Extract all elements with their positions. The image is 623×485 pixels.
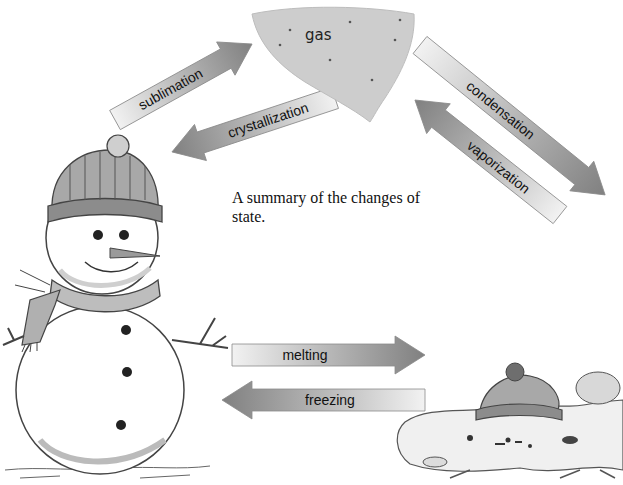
arrow-label: freezing bbox=[305, 392, 355, 408]
arrow-label: condensation bbox=[464, 78, 539, 143]
gas-particle bbox=[399, 19, 402, 22]
arrow-band bbox=[222, 381, 425, 419]
arrow-label: melting bbox=[282, 347, 327, 363]
gas-particle bbox=[349, 21, 352, 24]
gas-particle bbox=[394, 39, 397, 42]
arrow-band bbox=[166, 80, 341, 170]
arrow-band bbox=[232, 336, 425, 374]
cloud-outline bbox=[252, 7, 414, 122]
gas-particle bbox=[329, 59, 332, 62]
gas-particle bbox=[371, 79, 374, 82]
gas-particle bbox=[289, 29, 292, 32]
node-text: gas bbox=[305, 26, 332, 44]
caption: A summary of the changes of state. bbox=[232, 188, 420, 226]
arrow-label: vaporization bbox=[464, 137, 533, 196]
melted-snow bbox=[397, 363, 623, 478]
snowman bbox=[3, 135, 228, 474]
gas-particle bbox=[279, 44, 282, 47]
